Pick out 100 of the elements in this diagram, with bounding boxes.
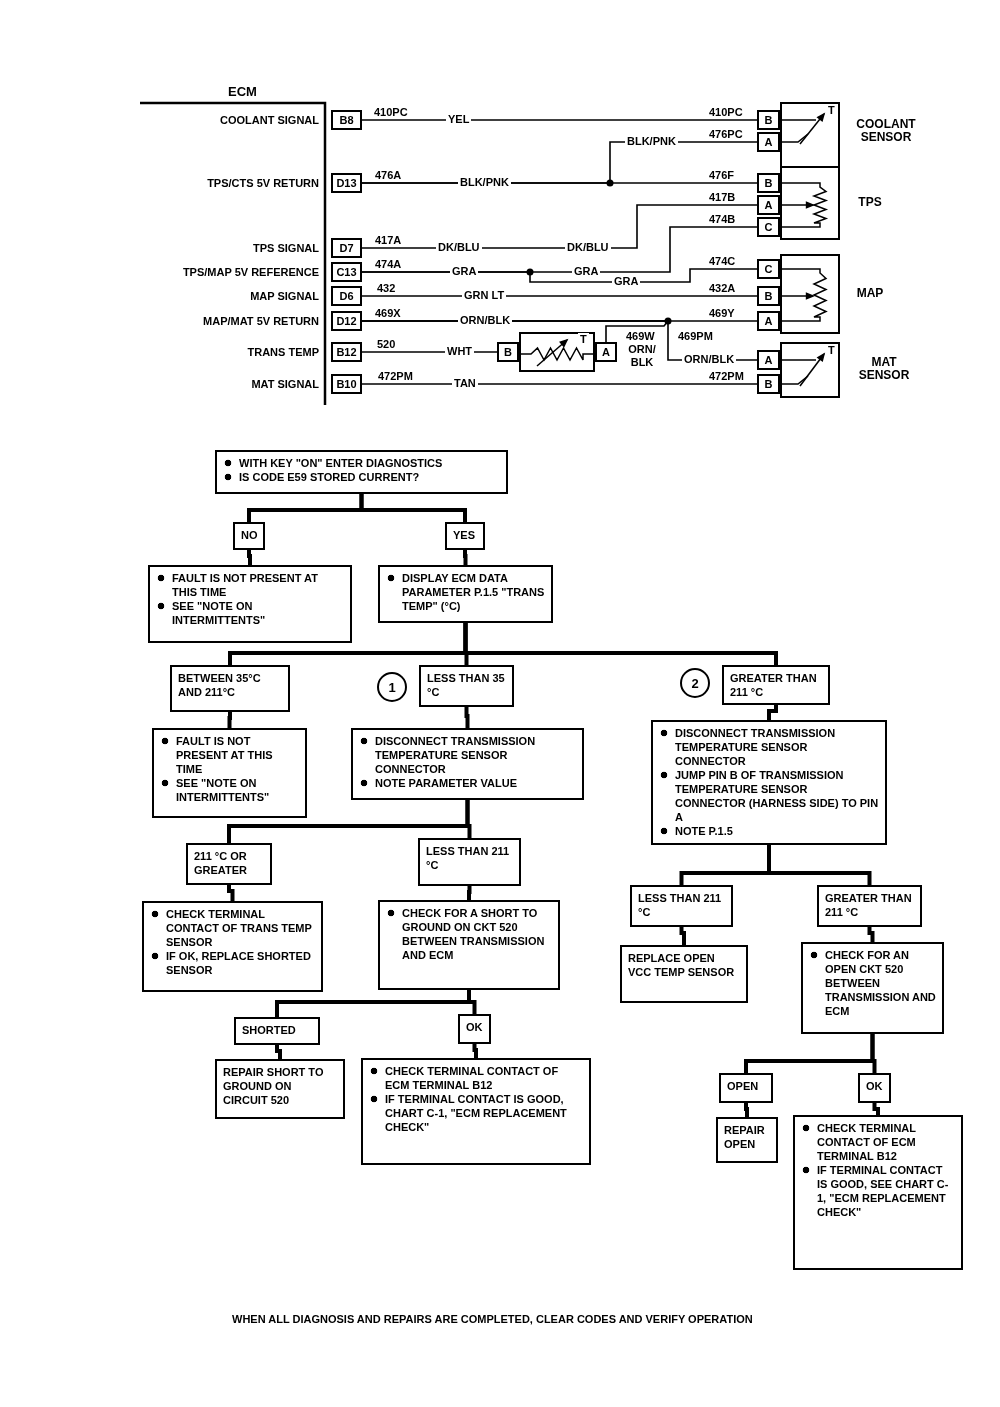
wire-label: ORN/BLK <box>682 353 737 366</box>
branch-box: YES <box>445 522 485 550</box>
wire-label: 474A <box>373 258 404 271</box>
sensor-name: MAP <box>855 287 885 300</box>
bullet-item: CHECK TERMINAL CONTACT OF TRANS TEMP SENSOR <box>150 907 315 949</box>
wire-label: 476F <box>707 169 737 182</box>
branch-box: NO <box>233 522 265 550</box>
wire-label: 469W <box>624 330 657 343</box>
sensor-name: COOLANT SENSOR <box>855 118 917 144</box>
wire <box>361 119 758 121</box>
step-box <box>142 901 323 992</box>
terminal-box: C <box>757 217 780 237</box>
wire-label: 469Y <box>707 307 737 320</box>
branch-box: REPAIR SHORT TO GROUND ON CIRCUIT 520 <box>215 1059 345 1119</box>
wire-label: 476A <box>373 169 404 182</box>
sensor-name: TPS <box>857 196 883 209</box>
terminal-box: A <box>757 195 780 215</box>
branch-box: LESS THAN 211 °C <box>418 838 521 886</box>
flow-line <box>467 886 472 900</box>
branch-box: LESS THAN 35 °C <box>419 665 514 707</box>
terminal-box: A <box>757 350 780 370</box>
terminal-box: D12 <box>331 311 362 331</box>
wire-label: 474B <box>707 213 738 226</box>
terminal-box: B <box>757 173 780 193</box>
wire-label: GRA <box>450 265 479 278</box>
branch-box: 211 °C OR GREATER <box>186 843 272 885</box>
footer-note: WHEN ALL DIAGNOSIS AND REPAIRS ARE COMPLETED, CLEAR CODES AND VERIFY OPERATION <box>232 1313 753 1325</box>
wire-label: 472PM <box>707 370 746 383</box>
terminal-label: MAP/MAT 5V RETURN <box>203 314 319 328</box>
step-box <box>148 565 352 643</box>
terminal-box: C13 <box>331 262 362 282</box>
wire-label: 410PC <box>707 106 745 119</box>
wire-label: DK/BLU <box>565 241 611 254</box>
flow-line <box>463 623 778 665</box>
bullet-item: CHECK FOR AN OPEN CKT 520 BETWEEN TRANSMISSION AND ECM <box>809 948 936 1018</box>
wire-label: DK/BLU <box>436 241 482 254</box>
wire-label: 472PM <box>376 370 415 383</box>
temperature-mark: T <box>578 333 589 346</box>
terminal-box: C <box>757 259 780 279</box>
terminal-label: TPS/MAP 5V REFERENCE <box>182 265 319 279</box>
flow-line <box>870 1034 877 1073</box>
temperature-mark: T <box>826 344 837 357</box>
flow-line <box>463 550 468 565</box>
step-box <box>351 728 584 800</box>
flow-line <box>867 927 875 942</box>
step-box <box>152 728 307 818</box>
step-box <box>378 565 553 623</box>
terminal-label: TPS/CTS 5V RETURN <box>207 176 319 190</box>
flow-line <box>227 885 235 901</box>
step-box <box>215 450 508 494</box>
flow-line <box>872 1103 880 1115</box>
branch-box: LESS THAN 211 °C <box>630 885 733 927</box>
branch-box: REPLACE OPEN VCC TEMP SENSOR <box>620 945 748 1003</box>
terminal-box: B <box>757 286 780 306</box>
wire-label: 520 <box>375 338 398 351</box>
branch-box: REPAIR OPEN <box>716 1117 778 1163</box>
step-box <box>801 942 944 1034</box>
branch-box: OPEN <box>719 1073 773 1103</box>
module-label: ECM <box>226 85 259 98</box>
terminal-box: B <box>497 342 519 362</box>
callout-circle: 2 <box>680 668 710 698</box>
branch-box: OK <box>858 1073 891 1103</box>
flow-line <box>472 1044 478 1058</box>
terminal-box: A <box>757 311 780 331</box>
flow-line <box>679 927 686 945</box>
step-box <box>651 720 887 845</box>
wire-label: YEL <box>446 113 472 126</box>
wire-label: GRA <box>572 265 601 278</box>
flow-line <box>359 494 467 522</box>
wire <box>361 295 758 297</box>
branch-box: GREATER THAN 211 °C <box>722 665 830 705</box>
terminal-box: B <box>757 374 780 394</box>
wire-label: GRA <box>612 275 641 288</box>
flow-line <box>464 707 470 728</box>
step-box <box>378 900 560 990</box>
wire-label: 432A <box>707 282 738 295</box>
branch-box: BETWEEN 35°C AND 211°C <box>170 665 290 712</box>
flow-line <box>227 712 232 728</box>
terminal-box: B10 <box>331 374 362 394</box>
wire <box>361 383 758 385</box>
terminal-box: D7 <box>331 238 362 258</box>
bullet-item: JUMP PIN B OF TRANSMISSION TEMPERATURE SENSOR CONNECTOR (HARNESS SIDE) TO PIN A <box>659 768 879 824</box>
flow-line <box>467 990 477 1014</box>
wire-label: 417B <box>707 191 738 204</box>
terminal-box: D6 <box>331 286 362 306</box>
wire-label: TAN <box>452 377 478 390</box>
terminal-box: B8 <box>331 110 362 130</box>
terminal-label: TRANS TEMP <box>247 345 319 359</box>
wire-label: 417A <box>373 234 404 247</box>
terminal-box: A <box>757 132 780 152</box>
bullet-item: DISPLAY ECM DATA PARAMETER P.1.5 "TRANS TEMP" (°C) <box>386 571 545 613</box>
branch-box: SHORTED <box>234 1017 320 1045</box>
terminal-label: COOLANT SIGNAL <box>220 113 319 127</box>
flow-line <box>744 1103 749 1117</box>
wire-label: ORN/BLK <box>458 314 513 327</box>
flow-line <box>275 1045 282 1059</box>
branch-box: GREATER THAN 211 °C <box>817 885 922 927</box>
terminal-label: MAT SIGNAL <box>251 377 319 391</box>
flow-line <box>767 705 778 720</box>
wire-label: 469PM <box>676 330 715 343</box>
